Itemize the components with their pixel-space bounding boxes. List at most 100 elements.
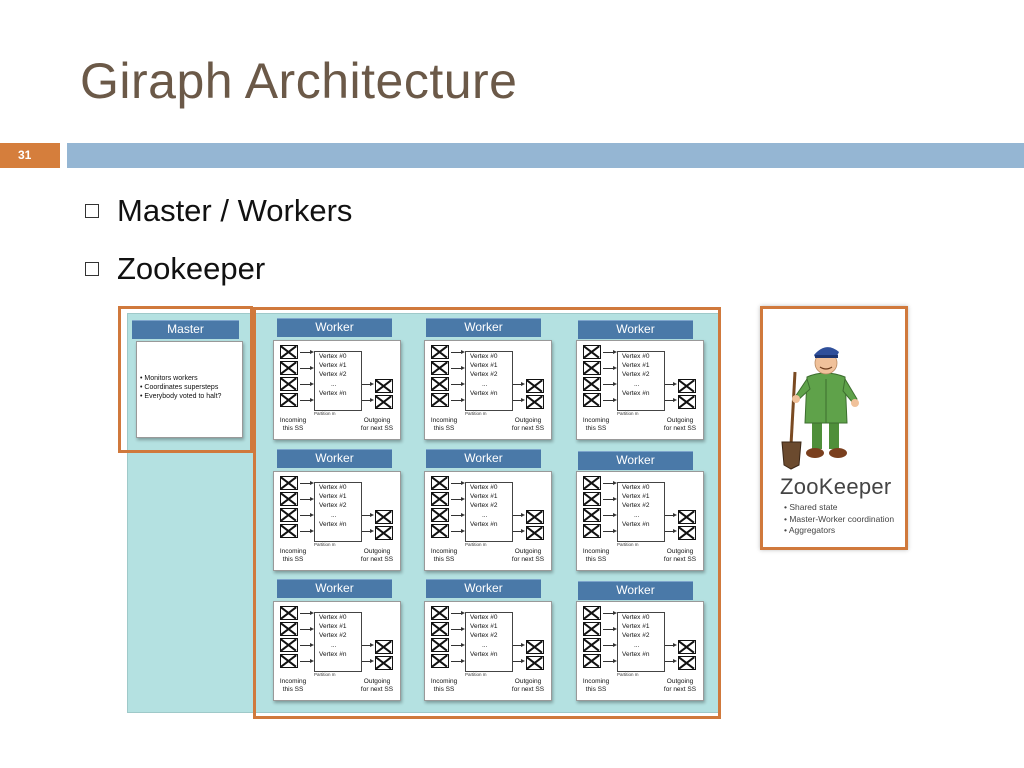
bullet-square-icon bbox=[85, 204, 99, 218]
vertex-label: Vertex #0 bbox=[319, 484, 347, 491]
arrow-icon bbox=[513, 513, 525, 517]
vertex-label: Vertex #0 bbox=[470, 484, 498, 491]
incoming-message-icon bbox=[280, 654, 298, 668]
incoming-message-icon bbox=[280, 508, 298, 522]
vertex-label: ... bbox=[331, 642, 337, 649]
incoming-message-icon bbox=[583, 377, 601, 391]
arrow-icon bbox=[665, 382, 677, 386]
vertex-label: Vertex #1 bbox=[622, 362, 650, 369]
arrow-icon bbox=[603, 643, 617, 647]
incoming-message-icon bbox=[431, 622, 449, 636]
partition-box bbox=[314, 482, 362, 542]
incoming-message-icon bbox=[280, 492, 298, 506]
worker-label: Worker bbox=[578, 581, 693, 600]
incoming-message-icon bbox=[431, 492, 449, 506]
worker-label: Worker bbox=[426, 449, 541, 468]
slide-number-badge bbox=[0, 143, 60, 168]
arrow-icon bbox=[451, 481, 465, 485]
arrow-icon bbox=[451, 350, 465, 354]
zookeeper-item: • Master-Worker coordination bbox=[784, 513, 895, 524]
partition-box bbox=[465, 351, 513, 411]
incoming-message-icon bbox=[431, 361, 449, 375]
worker-label: Worker bbox=[426, 318, 541, 337]
arrow-icon bbox=[513, 529, 525, 533]
incoming-message-icon bbox=[583, 654, 601, 668]
bullet-text: Master / Workers bbox=[117, 193, 353, 228]
vertex-label: Vertex #1 bbox=[319, 362, 347, 369]
vertex-label: Vertex #2 bbox=[622, 371, 650, 378]
arrow-icon bbox=[665, 398, 677, 402]
arrow-icon bbox=[603, 627, 617, 631]
vertex-label: Vertex #2 bbox=[622, 632, 650, 639]
incoming-message-icon bbox=[280, 638, 298, 652]
arrow-icon bbox=[300, 659, 314, 663]
vertex-label: Vertex #2 bbox=[470, 371, 498, 378]
arrow-icon bbox=[300, 513, 314, 517]
incoming-message-icon bbox=[431, 377, 449, 391]
incoming-message-icon bbox=[431, 524, 449, 538]
vertex-label: Vertex #1 bbox=[470, 362, 498, 369]
arrow-icon bbox=[603, 611, 617, 615]
arrow-icon bbox=[451, 529, 465, 533]
master-card bbox=[136, 341, 243, 438]
vertex-label: ... bbox=[634, 642, 640, 649]
partition-label: Partition m bbox=[617, 542, 639, 547]
vertex-label: Vertex #n bbox=[622, 651, 650, 658]
arrow-icon bbox=[300, 611, 314, 615]
arrow-icon bbox=[603, 382, 617, 386]
zookeeper-mascot-icon bbox=[781, 347, 859, 470]
arrow-icon bbox=[451, 497, 465, 501]
vertex-label: Vertex #n bbox=[470, 521, 498, 528]
arrow-icon bbox=[665, 529, 677, 533]
zookeeper-logo-text: ZooKeeper bbox=[780, 474, 892, 499]
worker-label: Worker bbox=[277, 579, 392, 598]
outgoing-message-icon bbox=[375, 379, 393, 393]
partition-label: Partition m bbox=[314, 672, 336, 677]
incoming-message-icon bbox=[583, 476, 601, 490]
partition-label: Partition m bbox=[465, 672, 487, 677]
incoming-message-icon bbox=[431, 638, 449, 652]
vertex-label: Vertex #n bbox=[319, 651, 347, 658]
outgoing-message-icon bbox=[526, 640, 544, 654]
vertex-label: Vertex #n bbox=[622, 390, 650, 397]
arrow-icon bbox=[300, 529, 314, 533]
incoming-message-icon bbox=[583, 622, 601, 636]
arrow-icon bbox=[300, 643, 314, 647]
slide-number: 31 bbox=[18, 148, 32, 162]
vertex-label: Vertex #0 bbox=[622, 484, 650, 491]
arrow-icon bbox=[451, 366, 465, 370]
incoming-message-icon bbox=[583, 606, 601, 620]
incoming-message-icon bbox=[280, 393, 298, 407]
arrow-icon bbox=[451, 611, 465, 615]
arrow-icon bbox=[362, 382, 374, 386]
vertex-label: ... bbox=[634, 381, 640, 388]
incoming-message-icon bbox=[583, 638, 601, 652]
vertex-label: Vertex #n bbox=[319, 390, 347, 397]
arrow-icon bbox=[513, 659, 525, 663]
incoming-message-icon bbox=[431, 393, 449, 407]
outgoing-message-icon bbox=[375, 640, 393, 654]
vertex-label: Vertex #1 bbox=[319, 623, 347, 630]
arrow-icon bbox=[451, 398, 465, 402]
slide-title: Giraph Architecture bbox=[80, 53, 518, 109]
incoming-message-icon bbox=[583, 345, 601, 359]
partition-box bbox=[314, 612, 362, 672]
vertex-label: ... bbox=[482, 642, 488, 649]
arrow-icon bbox=[603, 366, 617, 370]
vertex-label: Vertex #2 bbox=[470, 502, 498, 509]
